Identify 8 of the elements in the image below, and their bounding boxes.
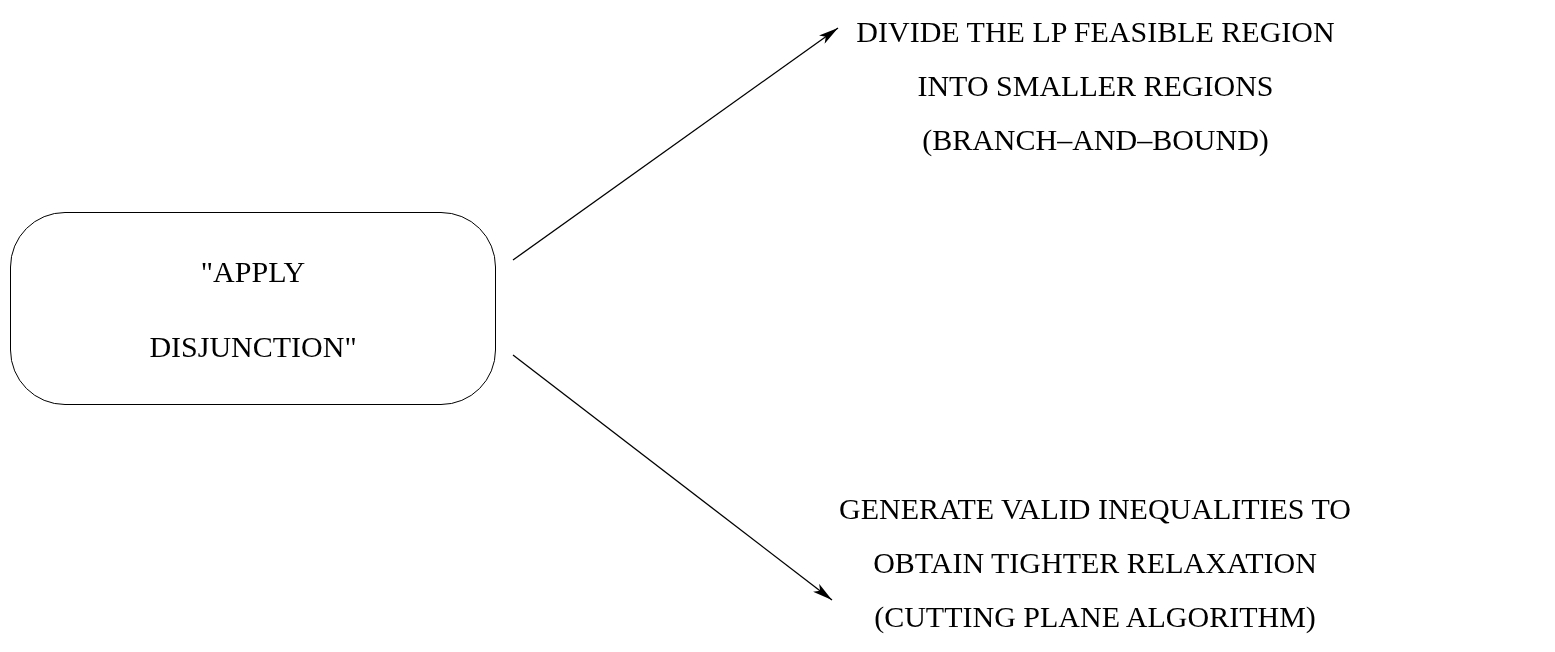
arrow (512, 354, 833, 601)
arrow (512, 27, 839, 261)
node-text: GENERATE VALID INEQUALITIES TO OBTAIN TIGHTER RELAXATION (838, 491, 1352, 581)
node-subtitle: (CUTTING PLANE ALGORITHM) (873, 599, 1317, 635)
node-text: DIVIDE THE LP FEASIBLE REGION INTO SMALLER REGIONS (855, 14, 1336, 104)
process-label: "APPLY DISJUNCTION" (148, 253, 358, 365)
rounded-process-box (10, 212, 496, 405)
node-subtitle: (BRANCH–AND–BOUND) (921, 122, 1270, 158)
